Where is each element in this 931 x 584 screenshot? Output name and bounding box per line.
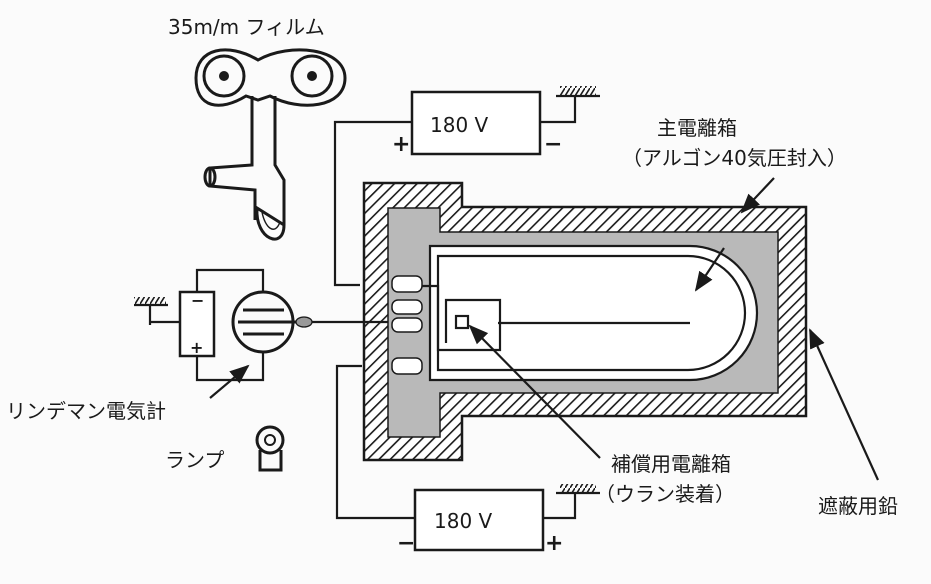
sign-top-minus: − [544, 132, 562, 157]
electrometer-battery [178, 290, 216, 358]
ground-symbol-left [134, 297, 166, 305]
sign-top-plus: + [392, 132, 410, 157]
battery-top-box [410, 90, 542, 156]
compensation-chamber [422, 284, 502, 352]
lead-shield [362, 181, 808, 462]
label-compensation-chamber: 補償用電離箱 [611, 452, 731, 476]
sign-bottom-plus: + [545, 531, 563, 556]
label-lead-shield: 遮蔽用鉛 [818, 494, 898, 518]
battery-bottom [335, 364, 600, 552]
label-main-chamber-detail: （アルゴン40気圧封入） [622, 146, 847, 170]
uranium-sample [454, 314, 470, 330]
lamp-icon [255, 425, 285, 472]
sign-bottom-minus: − [397, 531, 415, 556]
label-film: 35m/m フィルム [168, 15, 325, 39]
label-main-chamber: 主電離箱 [657, 116, 737, 140]
film-reel-left [202, 54, 246, 98]
label-battery-bottom: 180 V [434, 509, 493, 533]
battery-top [333, 86, 600, 287]
ground-symbol-top [560, 86, 596, 96]
label-lamp: ランプ [165, 448, 224, 472]
film-reel-right [290, 54, 334, 98]
ground-symbol-bottom [560, 484, 596, 493]
label-compensation-chamber-detail: （ウラン装着） [595, 482, 735, 506]
main-chamber [436, 254, 747, 372]
sign-electrometer-plus: + [190, 338, 203, 357]
battery-bottom-box [413, 488, 545, 552]
label-electrometer: リンデマン電気計 [6, 399, 166, 423]
sign-electrometer-minus: − [191, 291, 204, 310]
film-camera [194, 48, 347, 241]
lindemann-electrometer [134, 268, 388, 382]
label-battery-top: 180 V [430, 113, 489, 137]
